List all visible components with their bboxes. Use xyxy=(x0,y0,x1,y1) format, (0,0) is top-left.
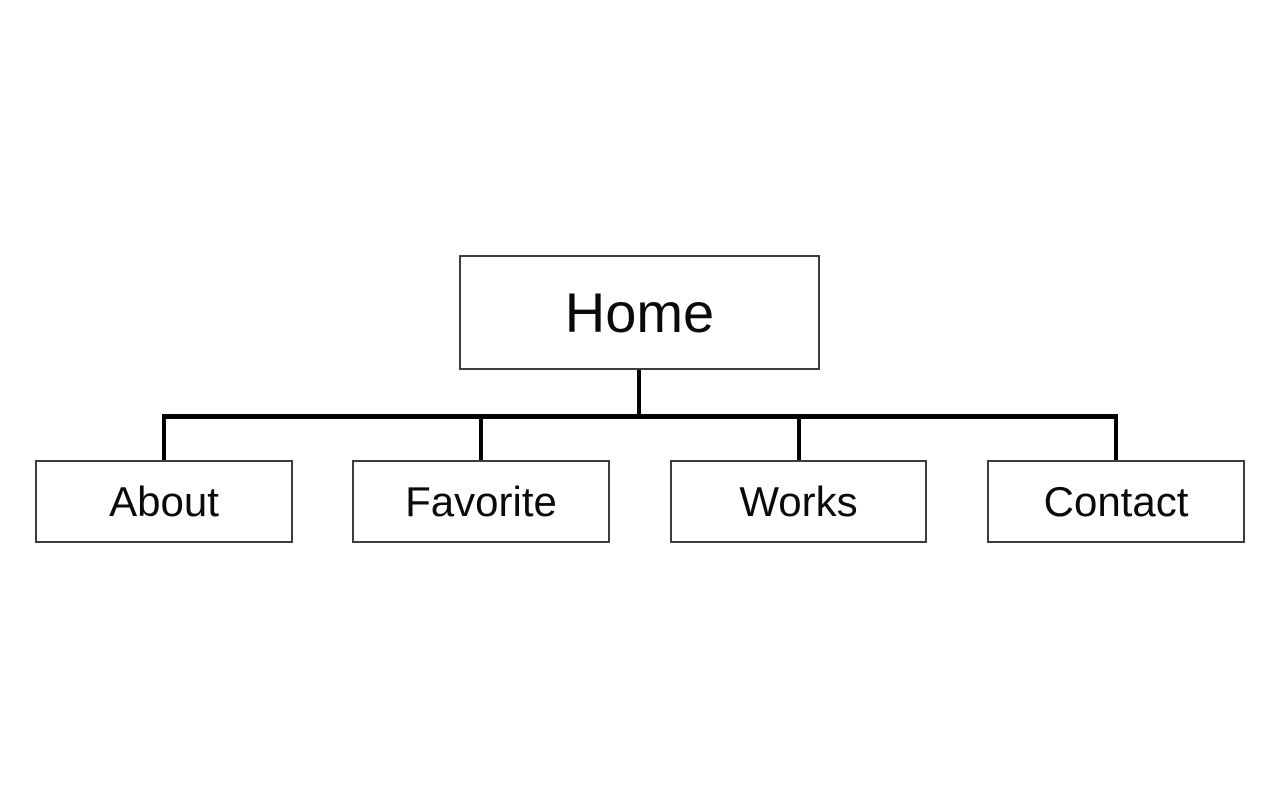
node-home: Home xyxy=(459,255,820,370)
node-favorite-label: Favorite xyxy=(405,477,557,525)
node-works-label: Works xyxy=(739,477,858,525)
connector-drop-contact xyxy=(1114,414,1118,461)
node-about-label: About xyxy=(109,477,219,525)
connector-horizontal-bus xyxy=(163,414,1117,419)
connector-drop-favorite xyxy=(479,414,483,461)
connector-trunk-home xyxy=(637,370,641,415)
node-home-label: Home xyxy=(564,281,715,344)
connector-drop-works xyxy=(797,414,801,461)
node-favorite: Favorite xyxy=(352,460,610,543)
node-works: Works xyxy=(670,460,927,543)
node-contact: Contact xyxy=(987,460,1245,543)
node-about: About xyxy=(35,460,293,543)
connector-drop-about xyxy=(162,414,166,461)
node-contact-label: Contact xyxy=(1043,477,1189,525)
